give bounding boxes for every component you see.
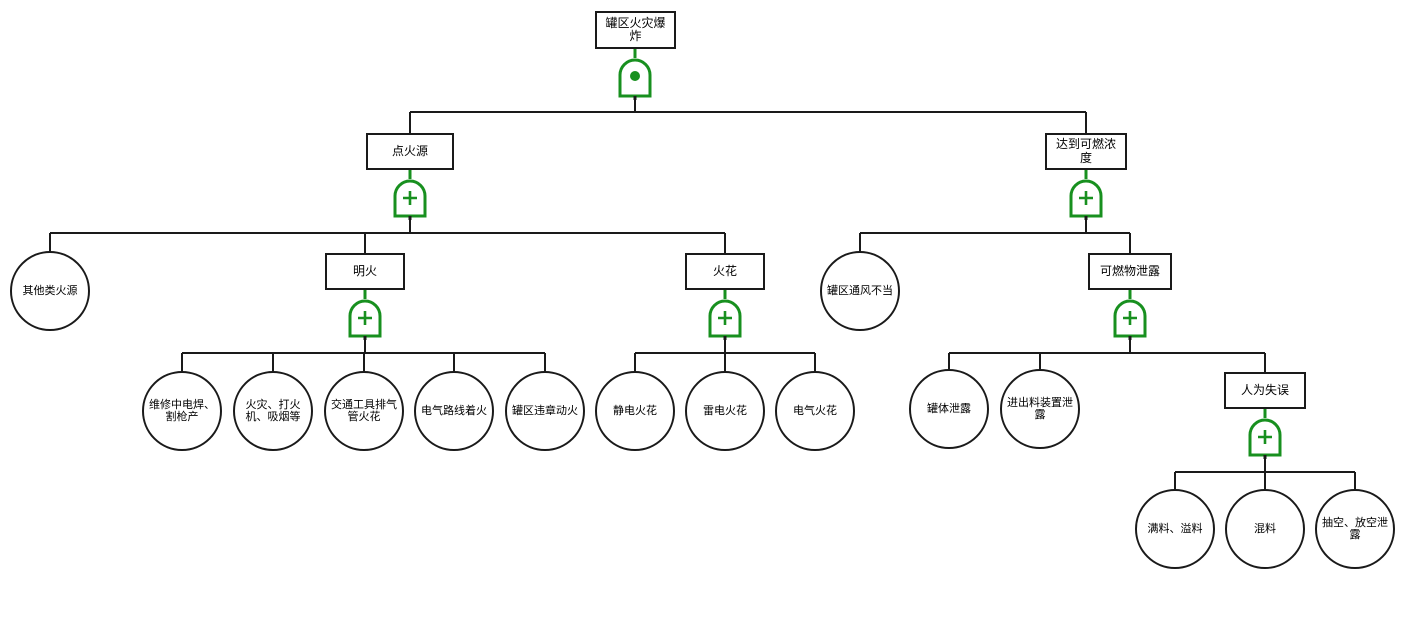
node-fire-lighter-smoking[interactable]: 火灾、打火机、吸烟等 bbox=[233, 371, 313, 451]
node-overfill-overflow[interactable]: 满料、溢料 bbox=[1135, 489, 1215, 569]
or-gate-flammable-concentration bbox=[1069, 170, 1103, 220]
node-lightning-spark[interactable]: 雷电火花 bbox=[685, 371, 765, 451]
node-static-spark-label: 静电火花 bbox=[613, 403, 657, 417]
or-gate-ignition-source bbox=[393, 170, 427, 220]
node-top-event-label: 罐区火灾爆炸 bbox=[605, 15, 666, 43]
node-welding-maintenance[interactable]: 维修中电焊、割枪产 bbox=[142, 371, 222, 451]
node-evacuation-venting-leak[interactable]: 抽空、放空泄露 bbox=[1315, 489, 1395, 569]
node-tank-body-leak-label: 罐体泄露 bbox=[927, 401, 971, 415]
node-improper-ventilation-label: 罐区通风不当 bbox=[827, 283, 893, 297]
node-other-fire-sources-label: 其他类火源 bbox=[22, 283, 78, 297]
node-other-fire-sources[interactable]: 其他类火源 bbox=[10, 251, 90, 331]
node-spark[interactable]: 火花 bbox=[685, 253, 765, 290]
node-illegal-hot-work-label: 罐区违章动火 bbox=[512, 403, 578, 417]
node-illegal-hot-work[interactable]: 罐区违章动火 bbox=[505, 371, 585, 451]
node-human-error-label: 人为失误 bbox=[1240, 382, 1289, 397]
node-human-error[interactable]: 人为失误 bbox=[1224, 372, 1306, 409]
node-improper-ventilation[interactable]: 罐区通风不当 bbox=[820, 251, 900, 331]
node-flammable-concentration-label: 达到可燃浓度 bbox=[1055, 137, 1116, 165]
node-fire-lighter-smoking-label: 火灾、打火机、吸烟等 bbox=[245, 397, 301, 423]
node-flammable-concentration[interactable]: 达到可燃浓度 bbox=[1045, 133, 1127, 170]
node-electric-spark[interactable]: 电气火花 bbox=[775, 371, 855, 451]
node-flammable-leak[interactable]: 可燃物泄露 bbox=[1088, 253, 1172, 290]
node-vehicle-exhaust-spark[interactable]: 交通工具排气管火花 bbox=[324, 371, 404, 451]
node-mixed-material[interactable]: 混料 bbox=[1225, 489, 1305, 569]
or-gate-open-flame bbox=[348, 290, 382, 340]
node-ignition-source[interactable]: 点火源 bbox=[366, 133, 454, 170]
node-electrical-line-fire-label: 电气路线着火 bbox=[421, 403, 487, 417]
node-tank-body-leak[interactable]: 罐体泄露 bbox=[909, 369, 989, 449]
node-welding-maintenance-label: 维修中电焊、割枪产 bbox=[149, 397, 215, 423]
node-electric-spark-label: 电气火花 bbox=[793, 403, 837, 417]
node-loading-device-leak[interactable]: 进出料装置泄露 bbox=[1000, 369, 1080, 449]
node-open-flame-label: 明火 bbox=[352, 263, 377, 278]
or-gate-human-error bbox=[1248, 409, 1282, 459]
node-flammable-leak-label: 可燃物泄露 bbox=[1099, 263, 1160, 278]
node-evacuation-venting-leak-label: 抽空、放空泄露 bbox=[1322, 515, 1388, 541]
node-static-spark[interactable]: 静电火花 bbox=[595, 371, 675, 451]
node-mixed-material-label: 混料 bbox=[1254, 521, 1276, 535]
node-vehicle-exhaust-spark-label: 交通工具排气管火花 bbox=[331, 397, 397, 423]
node-overfill-overflow-label: 满料、溢料 bbox=[1147, 521, 1203, 535]
node-ignition-source-label: 点火源 bbox=[391, 143, 428, 158]
node-loading-device-leak-label: 进出料装置泄露 bbox=[1007, 395, 1073, 421]
or-gate-spark bbox=[708, 290, 742, 340]
node-electrical-line-fire[interactable]: 电气路线着火 bbox=[414, 371, 494, 451]
or-gate-flammable-leak bbox=[1113, 290, 1147, 340]
node-top-event[interactable]: 罐区火灾爆炸 bbox=[595, 11, 676, 49]
and-gate-top-event bbox=[618, 48, 652, 100]
node-lightning-spark-label: 雷电火花 bbox=[703, 403, 747, 417]
node-spark-label: 火花 bbox=[712, 263, 737, 278]
node-open-flame[interactable]: 明火 bbox=[325, 253, 405, 290]
